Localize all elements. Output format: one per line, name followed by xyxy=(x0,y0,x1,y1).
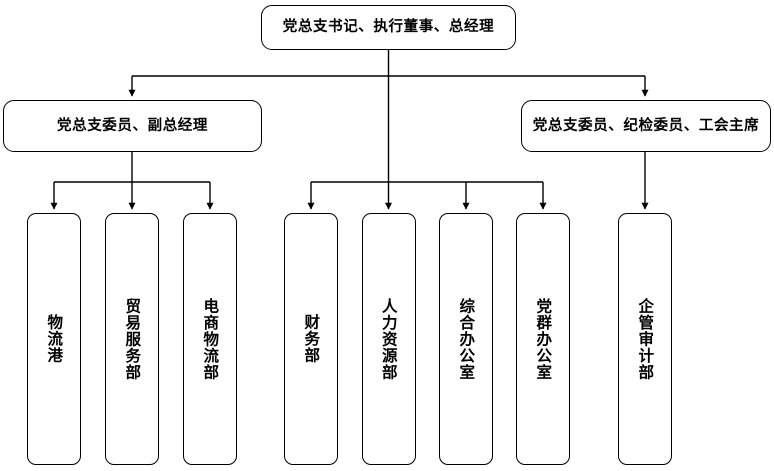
node-dept-enterprise-audit-label: 企管审计部 xyxy=(636,297,655,381)
node-dept-human-resources[interactable]: 人力资源部 xyxy=(361,213,416,465)
node-dept-general-office-label: 综合办公室 xyxy=(457,297,476,381)
node-root[interactable]: 党总支书记、执行董事、总经理 xyxy=(261,5,516,50)
node-dept-finance-label: 财务部 xyxy=(302,314,321,364)
node-dept-ecommerce-logistics[interactable]: 电商物流部 xyxy=(183,213,237,465)
node-dept-logistics-port[interactable]: 物流港 xyxy=(27,213,81,465)
node-discipline-union-label: 党总支委员、纪检委员、工会主席 xyxy=(532,117,760,134)
node-discipline-union[interactable]: 党总支委员、纪检委员、工会主席 xyxy=(521,100,771,152)
node-root-label: 党总支书记、执行董事、总经理 xyxy=(282,19,495,36)
node-deputy-gm[interactable]: 党总支委员、副总经理 xyxy=(3,100,262,152)
node-dept-finance[interactable]: 财务部 xyxy=(284,213,338,465)
node-dept-party-mass-office-label: 党群办公室 xyxy=(534,297,553,381)
node-dept-logistics-port-label: 物流港 xyxy=(45,314,64,364)
node-deputy-gm-label: 党总支委员、副总经理 xyxy=(57,117,208,134)
node-dept-trade-service[interactable]: 贸易服务部 xyxy=(105,213,159,465)
node-dept-human-resources-label: 人力资源部 xyxy=(379,297,398,381)
node-dept-ecommerce-logistics-label: 电商物流部 xyxy=(201,297,220,381)
node-dept-trade-service-label: 贸易服务部 xyxy=(123,297,142,381)
node-dept-party-mass-office[interactable]: 党群办公室 xyxy=(516,213,570,465)
node-dept-general-office[interactable]: 综合办公室 xyxy=(439,213,493,465)
node-dept-enterprise-audit[interactable]: 企管审计部 xyxy=(618,213,672,465)
